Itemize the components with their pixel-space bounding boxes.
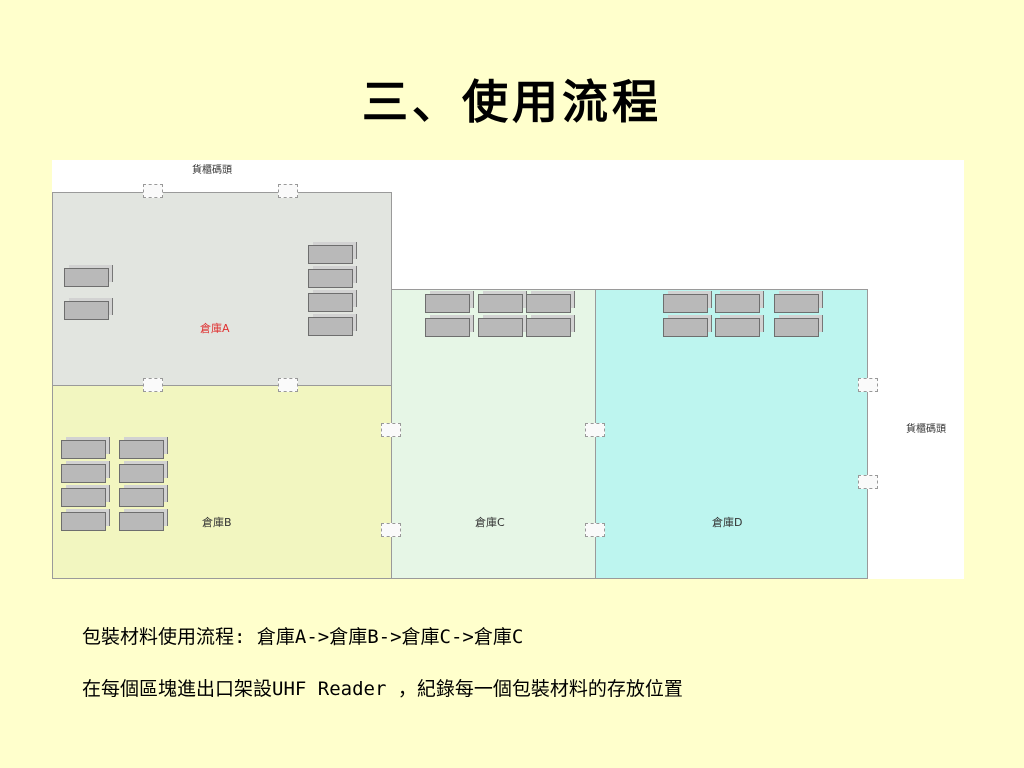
reader-point [381,423,401,437]
storage-box [715,318,760,337]
storage-box [64,268,109,287]
storage-box [119,440,164,459]
reader-point [585,423,605,437]
container-dock-label-right: 貨櫃碼頭 [906,424,946,435]
reader-description-text: 在每個區塊進出口架設UHF Reader ，紀錄每一個包裝材料的存放位置 [82,678,683,700]
storage-box [119,512,164,531]
storage-box [308,245,353,264]
reader-point [858,378,878,392]
reader-point [858,475,878,489]
warehouse-c-label: 倉庫C [475,516,505,529]
reader-point [143,378,163,392]
storage-box [61,440,106,459]
storage-box [425,318,470,337]
reader-point [143,184,163,198]
warehouse-c [391,289,596,579]
warehouse-d [595,289,868,579]
process-flow-text: 包裝材料使用流程: 倉庫A->倉庫B->倉庫C->倉庫C [82,626,524,648]
storage-box [61,488,106,507]
reader-point [585,523,605,537]
storage-box [526,294,571,313]
warehouse-b [52,385,392,579]
container-dock-label-top: 貨櫃碼頭 [192,165,232,176]
warehouse-b-label: 倉庫B [202,516,232,529]
warehouse-a [52,192,392,386]
storage-box [663,318,708,337]
storage-box [715,294,760,313]
reader-point [278,184,298,198]
storage-box [64,301,109,320]
reader-point [278,378,298,392]
warehouse-a-label: 倉庫A [200,322,230,335]
warehouse-d-label: 倉庫D [712,516,743,529]
storage-box [774,294,819,313]
storage-box [119,488,164,507]
storage-box [61,464,106,483]
storage-box [119,464,164,483]
storage-box [774,318,819,337]
storage-box [61,512,106,531]
storage-box [526,318,571,337]
warehouse-layout-diagram: 貨櫃碼頭 倉庫A 倉庫B 倉庫C 倉庫D 貨櫃碼頭 [52,160,964,579]
reader-point [381,523,401,537]
storage-box [308,269,353,288]
storage-box [308,317,353,336]
storage-box [478,318,523,337]
storage-box [425,294,470,313]
storage-box [308,293,353,312]
storage-box [663,294,708,313]
storage-box [478,294,523,313]
page-title: 三、使用流程 [362,75,662,129]
